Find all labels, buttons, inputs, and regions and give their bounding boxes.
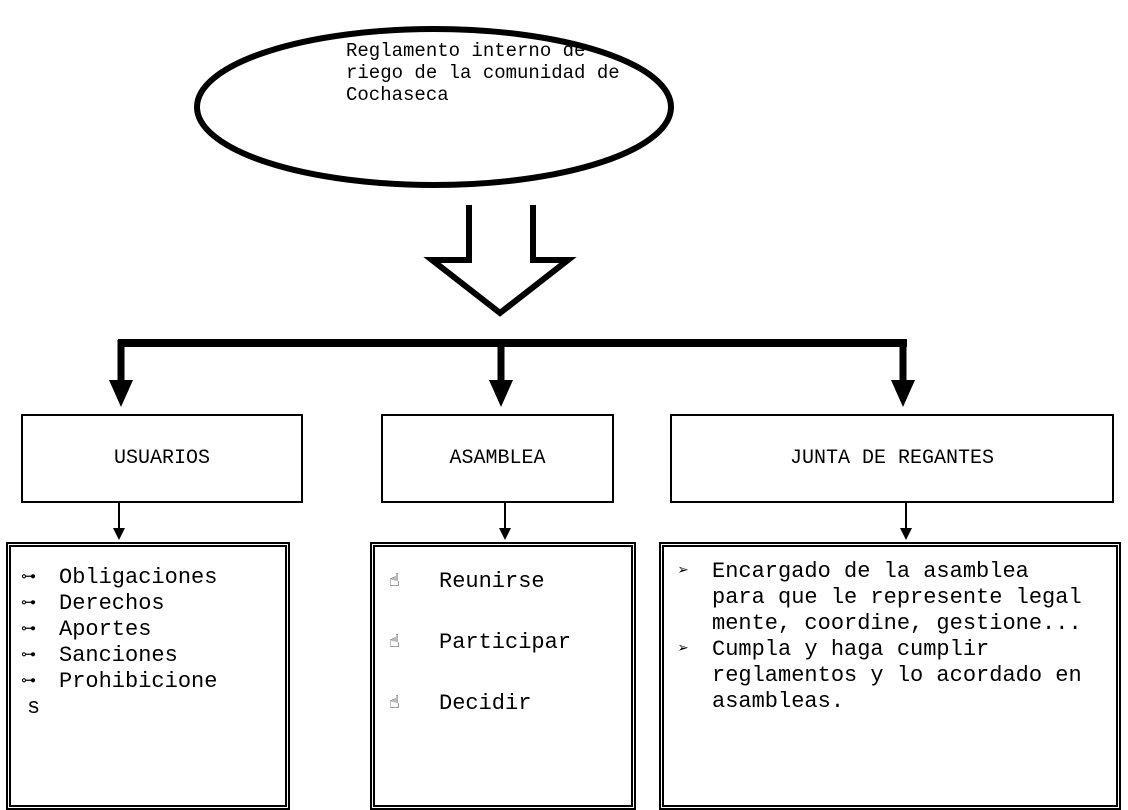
branch-arrow-junta [891, 340, 915, 407]
key-bullet-icon: ⊶ [21, 569, 36, 586]
list-item: ⊶ Sanciones [21, 643, 178, 668]
list-item: ⊶ Aportes [21, 617, 152, 642]
title-text: Reglamento interno de riego de la comuni… [346, 40, 620, 106]
title-ellipse [194, 26, 674, 188]
small-arrow-asamblea [499, 503, 511, 540]
list-item-wrap: s [27, 695, 41, 720]
list-item: ⊶ Derechos [21, 591, 165, 616]
key-bullet-icon: ⊶ [21, 673, 36, 690]
asamblea-detail-box: ☝ Reunirse ☝ Participar ☝ Decidir [370, 542, 636, 810]
junta-list: ➢ Encargado de la asamblea para que le r… [678, 559, 1103, 715]
arrowhead-bullet-icon: ➢ [678, 562, 689, 582]
asamblea-label: ASAMBLEA [449, 447, 546, 470]
junta-box: JUNTA DE REGANTES [670, 414, 1114, 503]
small-arrow-junta [900, 503, 912, 540]
usuarios-detail-box: ⊶ Obligaciones ⊶ Derechos ⊶ Aportes ⊶ Sa… [6, 542, 290, 810]
usuarios-label: USUARIOS [113, 447, 210, 470]
usuarios-list: ⊶ Obligaciones ⊶ Derechos ⊶ Aportes ⊶ Sa… [21, 565, 293, 721]
list-item: ➢ Cumpla y haga cumplir reglamentos y lo… [678, 637, 1082, 714]
pointing-finger-icon: ☝ [389, 572, 400, 592]
pointing-finger-icon: ☝ [389, 694, 400, 714]
key-bullet-icon: ⊶ [21, 647, 36, 664]
arrowhead-bullet-icon: ➢ [678, 640, 689, 660]
asamblea-box: ASAMBLEA [381, 414, 614, 503]
list-item: ☝ Participar [389, 630, 572, 655]
key-bullet-icon: ⊶ [21, 621, 36, 638]
asamblea-list: ☝ Reunirse ☝ Participar ☝ Decidir [389, 569, 629, 752]
junta-detail-box: ➢ Encargado de la asamblea para que le r… [659, 542, 1121, 810]
small-arrow-usuarios [113, 503, 125, 540]
main-hollow-arrow [423, 205, 577, 317]
pointing-finger-icon: ☝ [389, 633, 400, 653]
usuarios-box: USUARIOS [21, 414, 303, 503]
list-item: ➢ Encargado de la asamblea para que le r… [678, 559, 1082, 636]
branch-arrow-usuarios [109, 340, 133, 407]
list-item: ⊶ Obligaciones [21, 565, 218, 590]
branch-arrow-asamblea [489, 340, 513, 407]
list-item: ⊶ Prohibicione [21, 669, 218, 694]
key-bullet-icon: ⊶ [21, 595, 36, 612]
junta-label: JUNTA DE REGANTES [789, 447, 995, 470]
list-item: ☝ Decidir [389, 691, 532, 716]
list-item: ☝ Reunirse [389, 569, 545, 594]
